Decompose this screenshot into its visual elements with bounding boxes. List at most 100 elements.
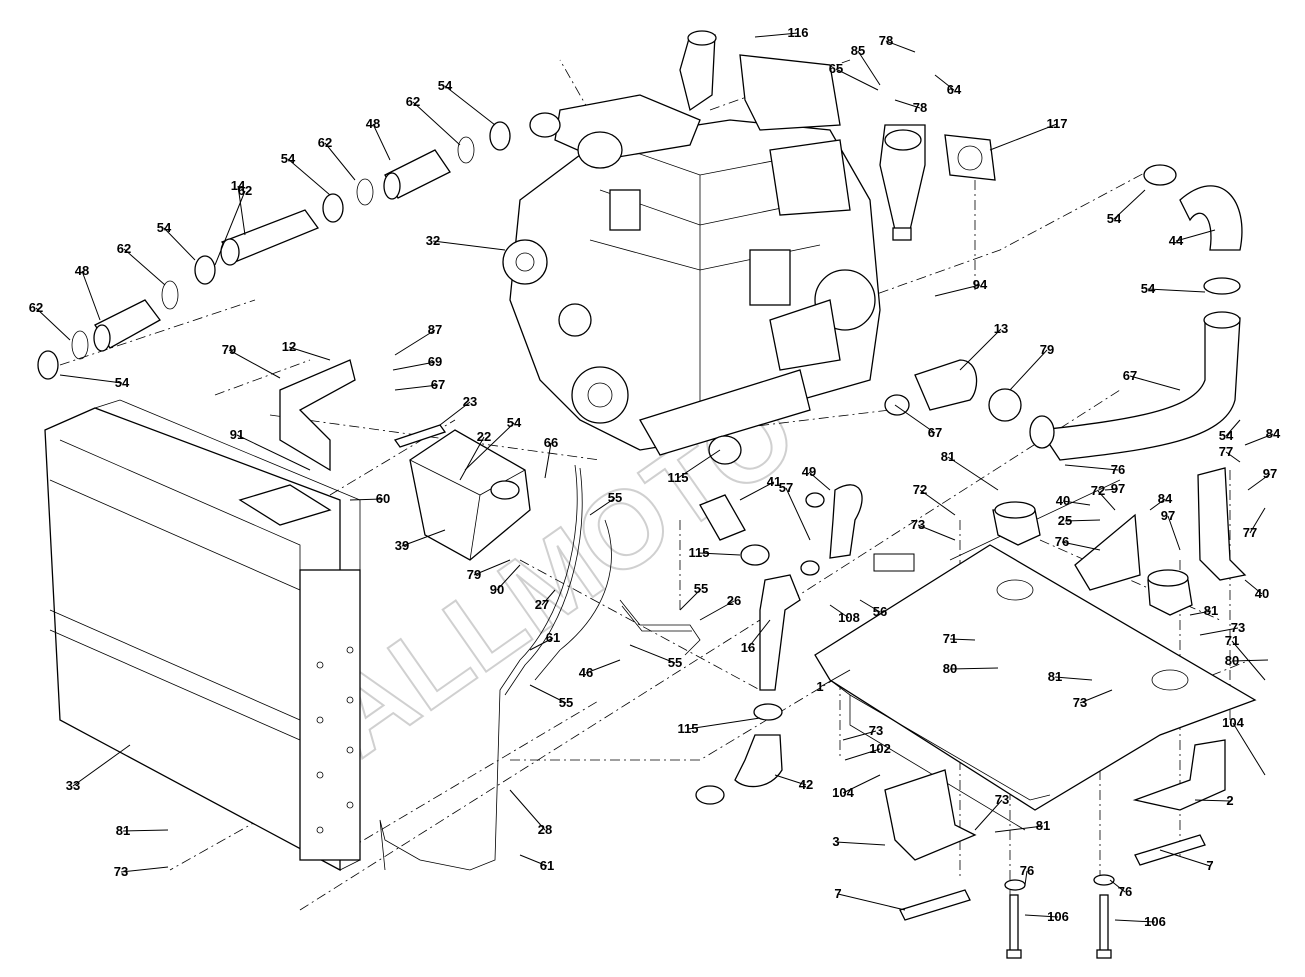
leader-line bbox=[589, 497, 616, 516]
leader-line bbox=[1097, 490, 1116, 511]
callout-label: 54 bbox=[1107, 211, 1122, 226]
callout-label: 106 bbox=[1047, 909, 1069, 924]
callout-label: 13 bbox=[994, 321, 1008, 336]
callout-label: 73 bbox=[995, 792, 1009, 807]
callout-label: 12 bbox=[282, 339, 296, 354]
leader-line bbox=[947, 456, 999, 491]
leader-line bbox=[529, 637, 554, 651]
callout-label: 97 bbox=[1161, 508, 1175, 523]
callout-label: 61 bbox=[540, 858, 554, 873]
leader-line bbox=[934, 74, 955, 91]
callout-label: 65 bbox=[829, 61, 843, 76]
callout-label: 79 bbox=[222, 342, 236, 357]
callout-label: 94 bbox=[973, 277, 988, 292]
callout-label: 54 bbox=[438, 78, 453, 93]
callout-label: 41 bbox=[767, 474, 781, 489]
callout-label: 54 bbox=[507, 415, 522, 430]
callout-label: 42 bbox=[799, 777, 813, 792]
leader-line bbox=[754, 32, 799, 38]
leader-line bbox=[739, 481, 775, 501]
callout-label: 25 bbox=[1058, 513, 1072, 528]
callout-label: 60 bbox=[376, 491, 390, 506]
leader-line bbox=[1244, 579, 1263, 595]
leader-line bbox=[959, 328, 1002, 371]
callout-label: 27 bbox=[535, 597, 549, 612]
callout-label: 33 bbox=[66, 778, 80, 793]
leader-line bbox=[287, 158, 331, 196]
callout-label: 7 bbox=[834, 886, 841, 901]
callout-label: 90 bbox=[490, 582, 504, 597]
bracket-12 bbox=[279, 359, 356, 472]
leader-line bbox=[237, 185, 246, 236]
callout-leaders bbox=[35, 32, 1274, 923]
callout-label: 73 bbox=[869, 723, 883, 738]
callout-label: 62 bbox=[406, 94, 420, 109]
callout-label: 32 bbox=[426, 233, 440, 248]
callout-label: 44 bbox=[1169, 233, 1184, 248]
callout-label: 79 bbox=[1040, 342, 1054, 357]
leader-line bbox=[81, 270, 101, 321]
leader-line bbox=[519, 854, 548, 867]
leader-line bbox=[989, 123, 1058, 151]
callout-label: 49 bbox=[802, 464, 816, 479]
leader-line bbox=[585, 659, 621, 674]
callout-label: 97 bbox=[1263, 466, 1277, 481]
leader-line bbox=[1024, 870, 1028, 886]
leader-line bbox=[885, 40, 916, 53]
leader-line bbox=[1009, 349, 1048, 391]
expansion-tank bbox=[409, 429, 531, 561]
callout-label: 61 bbox=[546, 630, 560, 645]
engine-mounts bbox=[992, 501, 1193, 616]
leader-line bbox=[544, 442, 552, 479]
leader-line bbox=[949, 638, 976, 641]
callout-label: 108 bbox=[838, 610, 860, 625]
callout-label: 115 bbox=[678, 721, 699, 736]
callout-label: 73 bbox=[1073, 695, 1087, 710]
leader-line bbox=[432, 240, 506, 251]
callout-label: 46 bbox=[579, 665, 593, 680]
flange-117 bbox=[944, 134, 996, 181]
callout-label: 23 bbox=[463, 394, 477, 409]
leader-line bbox=[394, 384, 439, 391]
callout-label: 73 bbox=[114, 864, 128, 879]
fuel-filter bbox=[879, 124, 926, 241]
leader-line bbox=[1149, 498, 1166, 511]
callout-labels: 1167885656478117545462486254621454624862… bbox=[29, 25, 1281, 929]
leader-line bbox=[974, 799, 1003, 831]
callout-label: 76 bbox=[1055, 534, 1069, 549]
leader-line bbox=[392, 361, 436, 371]
leader-line bbox=[808, 471, 831, 491]
leader-line bbox=[1129, 375, 1181, 391]
leader-line bbox=[163, 227, 196, 261]
callout-label: 72 bbox=[913, 482, 927, 497]
leader-line bbox=[699, 600, 735, 621]
callout-label: 1 bbox=[816, 679, 823, 694]
leader-line bbox=[677, 449, 721, 479]
callout-label: 28 bbox=[538, 822, 552, 837]
callout-label: 39 bbox=[395, 538, 409, 553]
callout-label: 14 bbox=[231, 178, 246, 193]
callout-label: 55 bbox=[608, 490, 622, 505]
callout-label: 26 bbox=[727, 593, 741, 608]
callout-label: 84 bbox=[1266, 426, 1281, 441]
callout-label: 104 bbox=[832, 785, 854, 800]
callout-label: 2 bbox=[1226, 793, 1233, 808]
callout-label: 80 bbox=[1225, 653, 1239, 668]
leader-line bbox=[842, 730, 877, 741]
leader-line bbox=[894, 404, 936, 434]
leader-line bbox=[35, 307, 71, 341]
leader-line bbox=[1064, 519, 1101, 522]
leader-line bbox=[394, 329, 436, 356]
callout-label: 81 bbox=[1036, 818, 1050, 833]
callout-label: 7 bbox=[1206, 858, 1213, 873]
callout-106a-box bbox=[873, 553, 915, 572]
callout-label: 55 bbox=[559, 695, 573, 710]
leader-line bbox=[934, 284, 981, 297]
leader-line bbox=[1244, 433, 1274, 446]
coolant-hoses-right bbox=[884, 164, 1243, 461]
leader-line bbox=[123, 248, 166, 286]
leader-line bbox=[464, 422, 515, 471]
leader-line bbox=[1104, 488, 1119, 491]
leader-line bbox=[1194, 799, 1231, 802]
leader-line bbox=[844, 748, 881, 761]
